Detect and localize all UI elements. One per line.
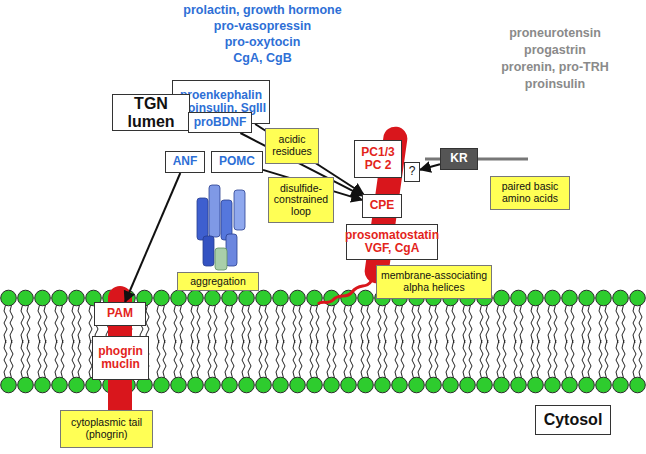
node-text: CPE [370,199,395,212]
node-text: aggregation [190,276,245,288]
precursor-list-item: progastrin [480,43,630,58]
receptor-box: prosomatostatin VGF, CgA [346,224,438,260]
node-text: paired basic amino acids [494,181,566,204]
node-text: ? [409,165,416,178]
receptor-box: CPE [362,194,402,218]
node-text: phogrin muclin [96,345,145,371]
node-text: cytoplasmic tail (phogrin) [64,417,149,440]
helix-tail [318,280,372,304]
precursor-list-item: CgA, CgB [160,51,365,66]
receptor-box: PAM [94,302,146,326]
node-text: prosomatostatin VGF, CgA [345,229,439,255]
arrow-connector [125,173,180,302]
aggregate-symbol [197,185,245,270]
node-text: PAM [107,307,133,320]
node-text: acidic residues [269,134,315,157]
arrow-connector [420,164,440,170]
precursor-box: ANF [165,151,205,173]
precursor-list-item: prorenin, pro-TRH [480,60,630,75]
motif-box: membrane-associating alpha helices [376,265,492,299]
node-text: POMC [219,155,255,168]
compartment-label-box: TGN lumen [112,94,190,131]
precursor-list-item: pro-vasopressin [160,19,365,34]
compartment-label-box: Cytosol [535,405,611,435]
node-text: ANF [173,155,198,168]
node-text: PC1/3 PC 2 [358,146,398,172]
precursor-list-item: proinsulin [480,77,630,92]
precursor-list-item: pro-oxytocin [160,35,365,50]
node-text: proBDNF [194,116,247,129]
motif-box: acidic residues [265,128,319,164]
receptor-box: PC1/3 PC 2 [354,140,402,178]
precursor-list-item: proneurotensin [480,26,630,41]
node-text: membrane-associating alpha helices [380,270,488,293]
node-text: disulfide-constrained loop [272,183,330,218]
receptor-box: phogrin muclin [92,336,149,380]
node-text: Cytosol [544,411,603,429]
precursor-list-item: prolactin, growth hormone [160,3,365,18]
motif-box: aggregation [177,272,259,291]
motif-box: paired basic amino acids [490,176,570,210]
precursor-box: POMC [211,151,263,173]
node-text: KR [450,152,467,165]
unknown-box: ? [404,162,420,182]
motif-box: KR [440,148,478,170]
node-text: TGN lumen [113,95,189,130]
motif-box: cytoplasmic tail (phogrin) [60,410,153,448]
motif-box: disulfide-constrained loop [268,177,334,223]
precursor-box: proBDNF [188,112,252,133]
